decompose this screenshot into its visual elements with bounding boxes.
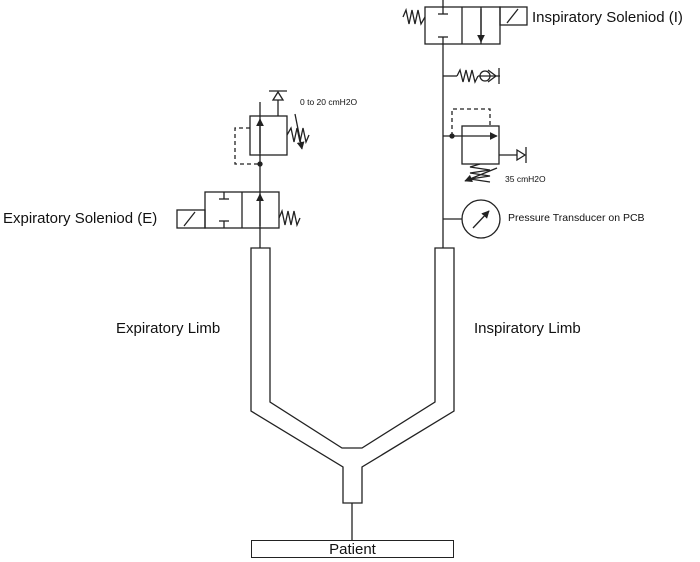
solenoid-coil-icon xyxy=(176,209,206,229)
spring-icon xyxy=(402,7,426,26)
patient-box: Patient xyxy=(251,540,454,558)
patient-label: Patient xyxy=(329,540,376,558)
expiratory-relief-valve xyxy=(234,90,310,167)
inspiratory-relief-valve xyxy=(443,108,527,183)
inspiratory-solenoid-label: Inspiratory Soleniod (I) xyxy=(532,9,683,26)
expiratory-limb-label: Expiratory Limb xyxy=(116,320,221,337)
solenoid-coil-icon xyxy=(499,6,528,26)
spring-icon xyxy=(456,68,479,84)
spring-icon xyxy=(278,208,301,228)
expiratory-solenoid-valve xyxy=(176,191,301,229)
expiratory-solenoid-label: Expiratory Soleniod (E) xyxy=(3,210,158,227)
inspiratory-solenoid-valve xyxy=(402,6,528,45)
inspiratory-limb-label: Inspiratory Limb xyxy=(474,320,581,337)
expiratory-relief-setting-label: 0 to 20 cmH2O xyxy=(300,97,358,107)
pressure-transducer-label: Pressure Transducer on PCB xyxy=(508,212,645,224)
check-valve xyxy=(443,68,500,84)
spring-icon xyxy=(469,163,491,183)
pressure-transducer xyxy=(443,199,501,239)
spring-icon xyxy=(286,126,310,145)
breathing-circuit xyxy=(250,247,455,540)
inspiratory-relief-setting-label: 35 cmH2O xyxy=(505,174,546,184)
